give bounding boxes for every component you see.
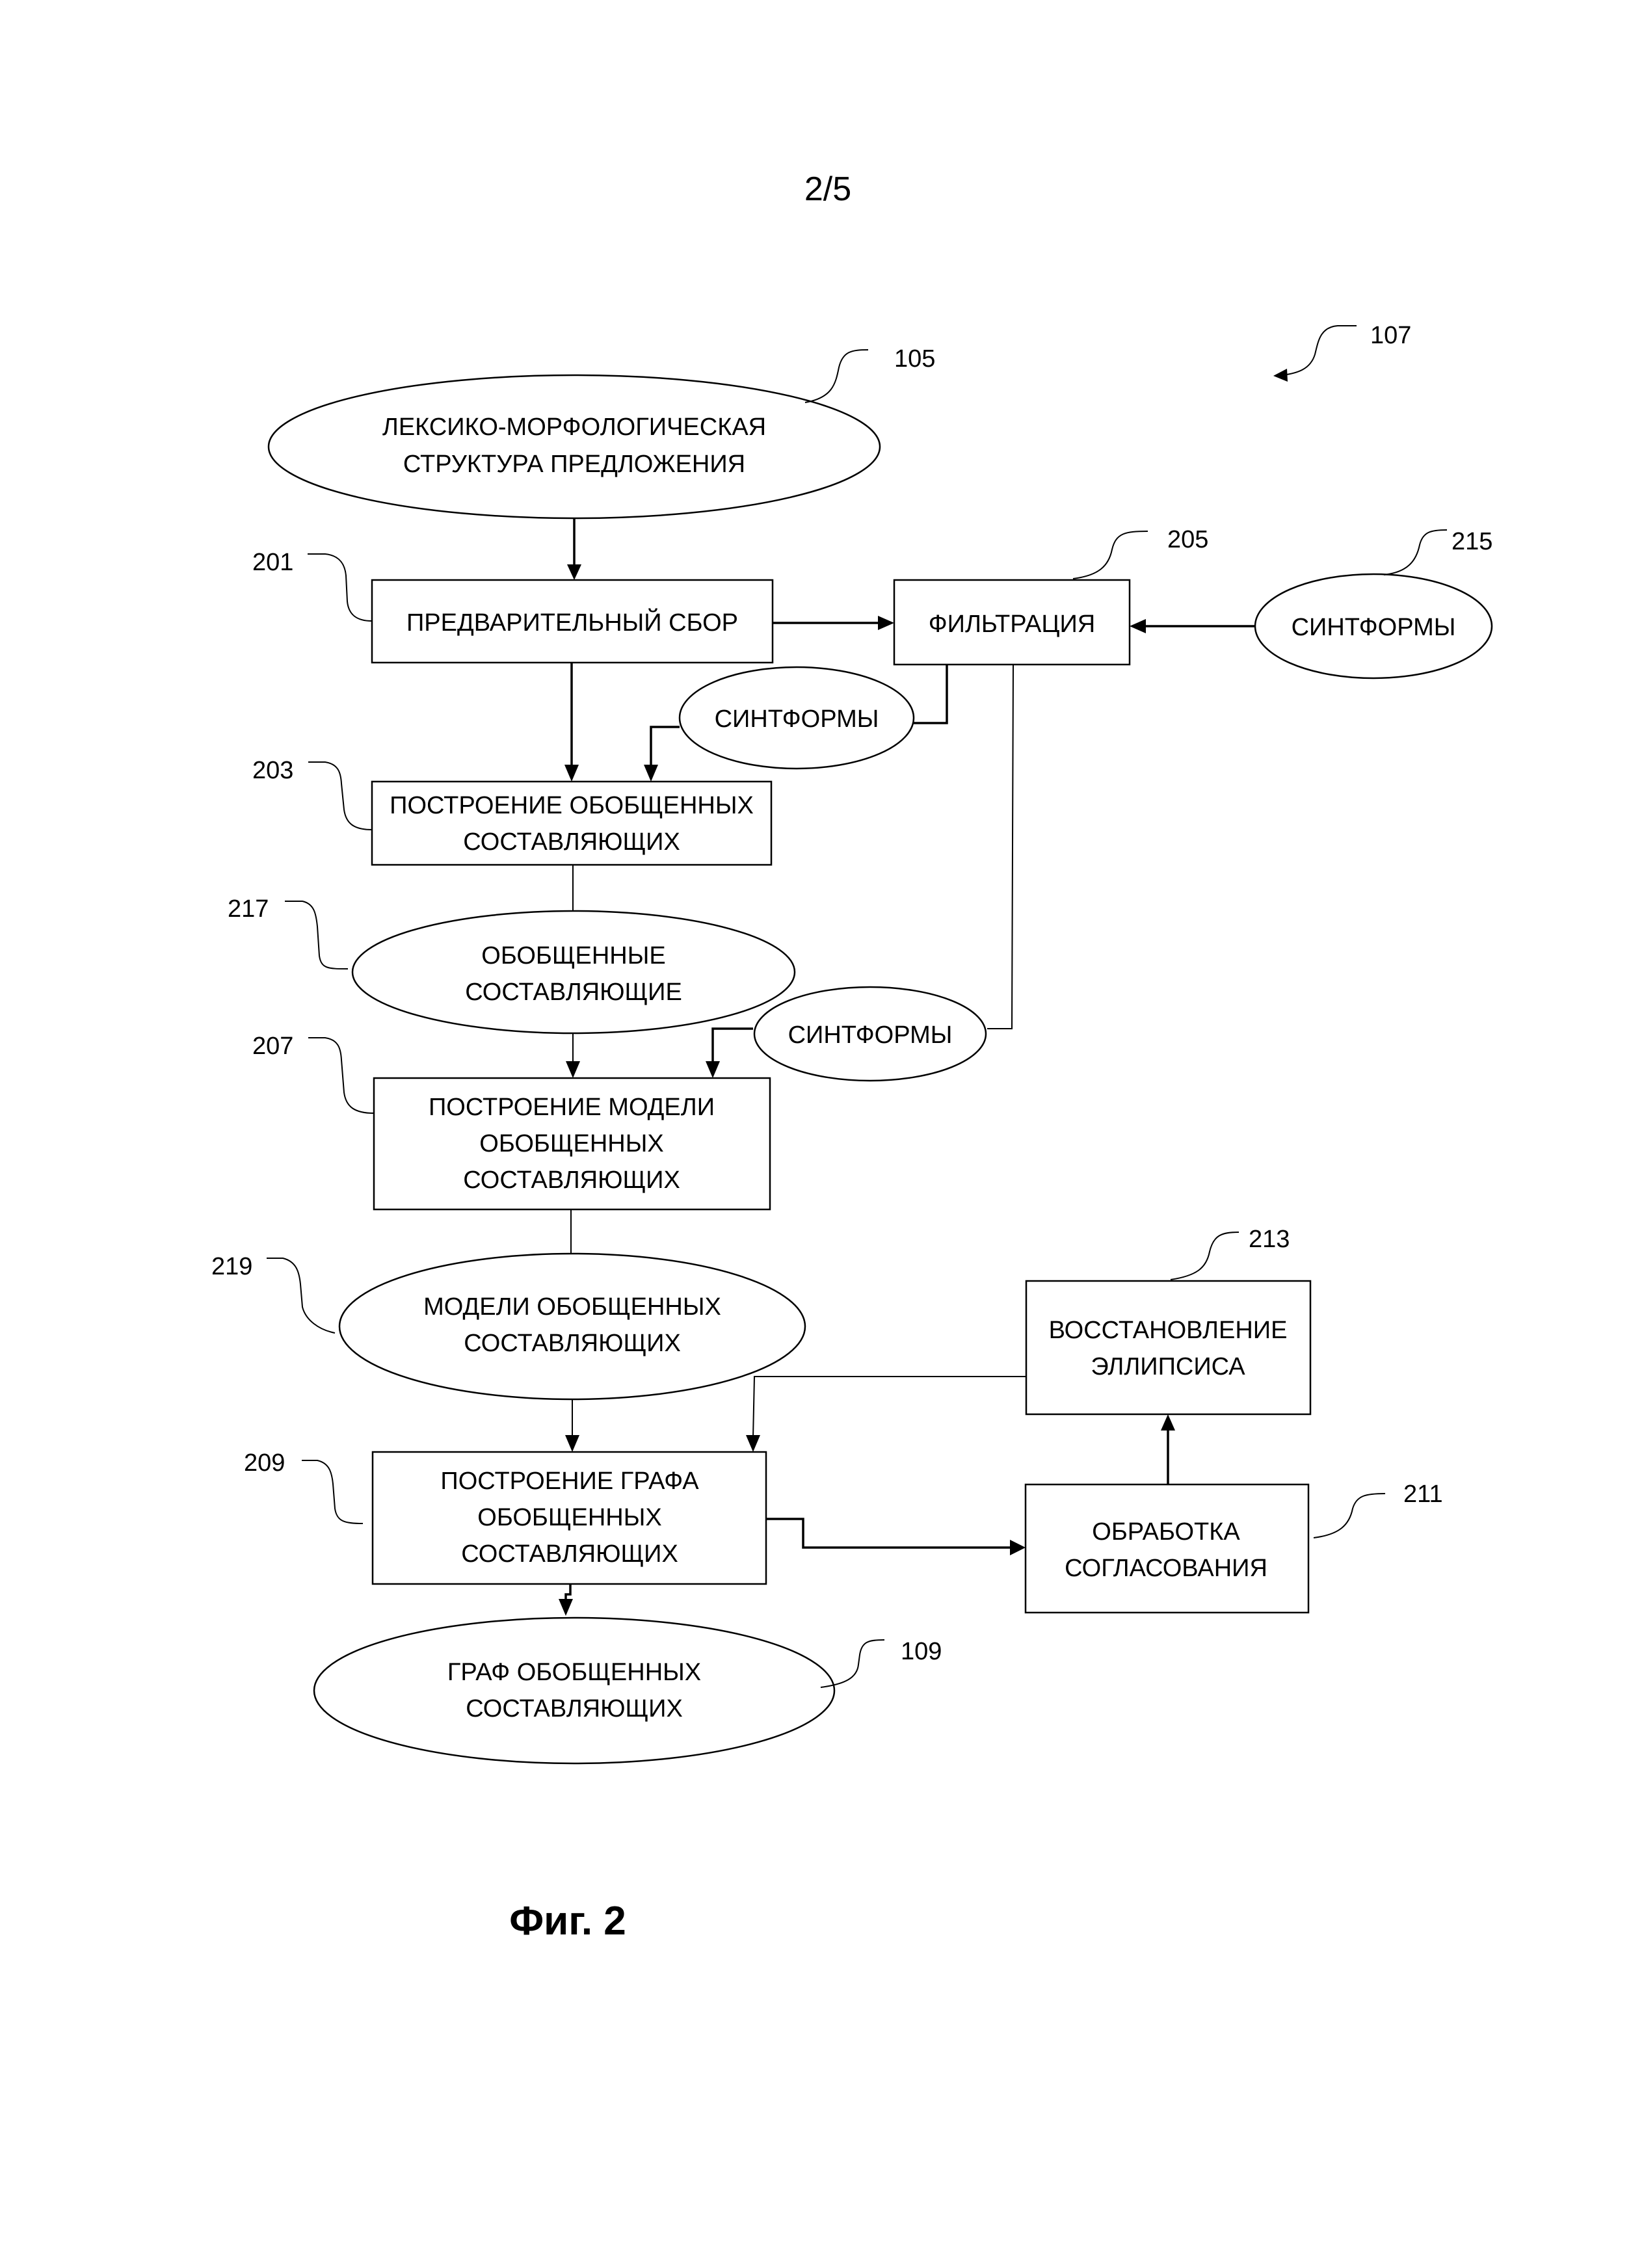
ref-label: 211 (1403, 1481, 1443, 1508)
node-text-line: СОСТАВЛЯЮЩИХ (461, 1540, 678, 1568)
ref-leader (302, 1460, 363, 1523)
ref-label: 105 (894, 345, 935, 373)
node-text-line: СОСТАВЛЯЮЩИЕ (465, 979, 682, 1006)
arrow-head-icon (565, 1435, 579, 1452)
ref-leader (1384, 530, 1447, 575)
ref-label: 205 (1167, 526, 1208, 553)
node-109-graph-of-generalized-constituents: ГРАФ ОБОБЩЕННЫХ СОСТАВЛЯЮЩИХ 109 (314, 1618, 942, 1763)
node-text-line: ПОСТРОЕНИЕ ОБОБЩЕННЫХ (390, 792, 754, 819)
node-text-line: ЭЛЛИПСИСА (1091, 1353, 1245, 1380)
node-text-line: СИНТФОРМЫ (788, 1022, 953, 1049)
arrow-head-icon (559, 1599, 573, 1616)
arrow-head-icon (566, 1061, 580, 1078)
ellipse-shape (269, 375, 880, 518)
node-205-filtering: ФИЛЬТРАЦИЯ 205 (894, 526, 1208, 665)
edge-205-synt-a (914, 665, 947, 723)
arrow-head-icon (746, 1435, 760, 1452)
ref-label: 217 (228, 895, 269, 923)
box-shape (1026, 1281, 1310, 1414)
node-209-build-graph: ПОСТРОЕНИЕ ГРАФА ОБОБЩЕННЫХ 209 СОСТАВЛЯ… (244, 1449, 766, 1584)
ref-leader (267, 1258, 335, 1333)
node-text-line: ОБОБЩЕННЫХ (477, 1504, 661, 1531)
node-text-line: СИНТФОРМЫ (1292, 614, 1456, 641)
ref-label: 201 (252, 549, 293, 576)
page-number: 2/5 (804, 170, 851, 208)
ellipse-shape (339, 1254, 805, 1399)
node-text-line: ОБОБЩЕННЫЕ (481, 942, 665, 969)
arrow-head-icon (1273, 369, 1288, 382)
node-text-line: ОБОБЩЕННЫХ (479, 1130, 663, 1157)
node-text-line: ФИЛЬТРАЦИЯ (929, 611, 1096, 638)
node-105-lexico-morphological-structure: ЛЕКСИКО-МОРФОЛОГИЧЕСКАЯ СТРУКТУРА ПРЕДЛО… (269, 345, 935, 518)
ref-leader (805, 350, 868, 402)
ref-label: 203 (252, 757, 293, 784)
node-217-generalized-constituents: ОБОБЩЕННЫЕ СОСТАВЛЯЮЩИЕ 217 (228, 895, 795, 1033)
node-219-models-of-generalized-constituents: МОДЕЛИ ОБОБЩЕННЫХ СОСТАВЛЯЮЩИХ 219 (211, 1253, 805, 1399)
node-text-line: СОСТАВЛЯЮЩИХ (464, 1330, 681, 1357)
node-text-line: МОДЕЛИ ОБОБЩЕННЫХ (423, 1293, 721, 1321)
edge-synt-b-207 (713, 1029, 753, 1064)
node-text-line: ПРЕДВАРИТЕЛЬНЫЙ СБОР (406, 607, 738, 637)
ref-label: 215 (1452, 528, 1492, 555)
ref-label: 107 (1370, 322, 1411, 349)
figure-caption: Фиг. 2 (509, 1899, 626, 1944)
arrow-head-icon (1130, 619, 1146, 633)
edge-synt-a-203 (651, 727, 680, 767)
arrow-head-icon (1161, 1414, 1175, 1431)
node-text-line: СИНТФОРМЫ (715, 705, 879, 733)
node-text-line: ЛЕКСИКО-МОРФОЛОГИЧЕСКАЯ (382, 414, 766, 441)
node-text-line: ОБРАБОТКА (1092, 1518, 1240, 1546)
node-text-line: СТРУКТУРА ПРЕДЛОЖЕНИЯ (403, 451, 745, 478)
node-text-line: СОГЛАСОВАНИЯ (1065, 1555, 1267, 1582)
ellipse-shape (352, 911, 795, 1033)
node-text-line: СОСТАВЛЯЮЩИХ (463, 1167, 680, 1194)
ref-label: 219 (211, 1253, 252, 1280)
node-201-preliminary-collection: ПРЕДВАРИТЕЛЬНЫЙ СБОР 201 (252, 549, 773, 663)
ref-label: 207 (252, 1033, 293, 1060)
arrow-head-icon (706, 1061, 720, 1078)
ref-label: 213 (1249, 1226, 1290, 1253)
node-text-line: ГРАФ ОБОБЩЕННЫХ (447, 1659, 701, 1686)
ref-leader (1171, 1232, 1239, 1280)
ref-label: 209 (244, 1449, 285, 1477)
leader-arrow-line (1282, 326, 1357, 375)
arrow-head-icon (644, 765, 658, 782)
edge-213-209 (753, 1377, 1026, 1438)
node-213-ellipsis-restoration: ВОССТАНОВЛЕНИЕ ЭЛЛИПСИСА 213 (1026, 1226, 1310, 1414)
ref-label: 109 (901, 1638, 942, 1665)
node-211-agreement-processing: ОБРАБОТКА СОГЛАСОВАНИЯ 211 (1026, 1481, 1443, 1613)
ref-leader (1314, 1494, 1385, 1538)
edge-205-synt-b (987, 665, 1013, 1029)
ref-leader (1073, 531, 1148, 579)
node-207-build-model: ПОСТРОЕНИЕ МОДЕЛИ ОБОБЩЕННЫХ СОСТАВЛЯЮЩИ… (252, 1033, 770, 1209)
ref-leader (285, 901, 348, 969)
arrow-head-icon (1010, 1540, 1026, 1555)
arrow-head-icon (567, 564, 581, 580)
edge-209-211 (766, 1519, 1011, 1548)
node-text-line: ПОСТРОЕНИЕ МОДЕЛИ (429, 1094, 715, 1121)
ref-leader (308, 762, 372, 830)
figure-reference-107: 107 (1273, 322, 1411, 382)
arrow-head-icon (564, 765, 579, 782)
node-text-line: СОСТАВЛЯЮЩИХ (466, 1695, 683, 1722)
node-text-line: ПОСТРОЕНИЕ ГРАФА (440, 1468, 699, 1495)
box-shape (1026, 1484, 1308, 1613)
node-215-syntforms: СИНТФОРМЫ 215 (1255, 528, 1492, 678)
node-syntforms-a: СИНТФОРМЫ (680, 667, 914, 769)
ref-leader (308, 554, 372, 621)
arrow-head-icon (878, 616, 894, 630)
edge-209-109 (566, 1584, 570, 1602)
ref-leader (308, 1038, 374, 1113)
ellipse-shape (314, 1618, 834, 1763)
node-text-line: СОСТАВЛЯЮЩИХ (463, 828, 680, 856)
node-syntforms-b: СИНТФОРМЫ (754, 987, 986, 1081)
node-203-build-generalized-constituents: ПОСТРОЕНИЕ ОБОБЩЕННЫХ СОСТАВЛЯЮЩИХ 203 (252, 757, 771, 865)
node-text-line: ВОССТАНОВЛЕНИЕ (1049, 1317, 1288, 1344)
